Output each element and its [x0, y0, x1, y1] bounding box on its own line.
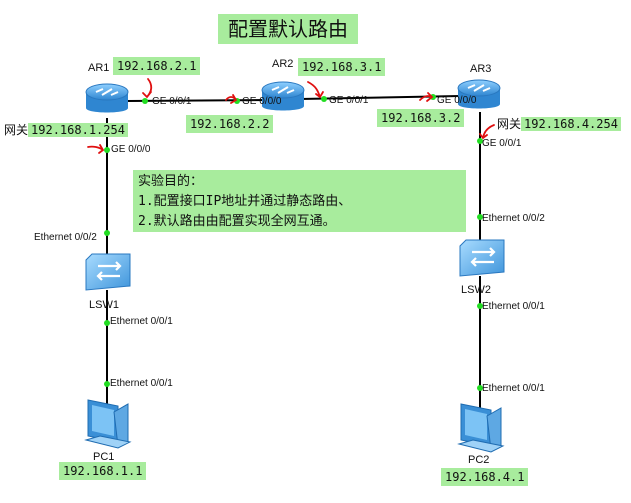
red-arrow-marks [87, 78, 495, 154]
ar2-ip-label: 192.168.3.1 [298, 58, 386, 76]
port-pc2-e001: Ethernet 0/0/1 [482, 383, 545, 394]
gateway-right-ip: 192.168.4.254 [521, 117, 621, 131]
ar2-left-ip-label: 192.168.2.2 [186, 115, 274, 133]
port-ar3-ge000: GE 0/0/0 [437, 95, 477, 106]
red-arrow-icon [419, 92, 434, 102]
objective-line-2: 2.默认路由由配置实现全网互通。 [138, 214, 336, 229]
red-arrow-icon [142, 78, 153, 99]
ar2-label: AR2 [272, 58, 294, 70]
pc-icon-pc1[interactable] [84, 399, 132, 449]
red-arrow-icon [479, 124, 495, 140]
port-lsw1-e001: Ethernet 0/0/1 [110, 316, 173, 327]
ar1-ip-label: 192.168.2.1 [113, 57, 201, 75]
ar1-label: AR1 [88, 62, 110, 74]
port-ar1-ge001: GE 0/0/1 [152, 96, 192, 107]
port-ar3-ge001: GE 0/0/1 [482, 138, 522, 149]
page-title: 配置默认路由 [218, 14, 358, 44]
port-dot-ar1-ge000 [104, 147, 110, 153]
pc1-ip-label: 192.168.1.1 [59, 462, 147, 480]
port-dot-lsw1-e002 [104, 230, 110, 236]
objective-note: 实验目的： 1.配置接口IP地址并通过静态路由、 2.默认路由由配置实现全网互通… [133, 170, 466, 232]
pc1-label: PC1 [93, 451, 115, 463]
gateway-left-ip: 192.168.1.254 [28, 123, 128, 137]
port-dot-ar2-ge001 [321, 96, 327, 102]
gateway-right-label: 网关 [497, 117, 522, 131]
port-pc1-e001: Ethernet 0/0/1 [110, 378, 173, 389]
lsw2-label: LSW2 [461, 284, 491, 296]
port-ar2-ge000: GE 0/0/0 [242, 96, 282, 107]
red-arrow-icon [87, 144, 105, 154]
lsw1-label: LSW1 [89, 299, 119, 311]
port-dot-ar1-ge001 [142, 98, 148, 104]
links [106, 95, 481, 408]
switch-icon-lsw1[interactable] [85, 253, 131, 291]
port-dots [104, 94, 483, 391]
gateway-left-label: 网关 [4, 123, 29, 137]
port-dot-ar3-ge001 [477, 138, 483, 144]
port-dot-lsw1-e001 [104, 320, 110, 326]
port-lsw2-e001: Ethernet 0/0/1 [482, 301, 545, 312]
red-arrow-icon [307, 81, 324, 99]
router-icon-ar2[interactable] [261, 81, 305, 111]
port-dot-pc2-e001 [477, 385, 483, 391]
port-ar2-ge001: GE 0/0/1 [329, 95, 369, 106]
router-icon-ar3[interactable] [457, 79, 501, 109]
router-icon-ar1[interactable] [85, 83, 129, 113]
port-dot-lsw2-e001 [477, 303, 483, 309]
ar3-left-ip-label: 192.168.3.2 [377, 109, 465, 127]
pc2-ip-label: 192.168.4.1 [441, 468, 529, 486]
port-dot-pc1-e001 [104, 381, 110, 387]
pc2-label: PC2 [468, 454, 490, 466]
objective-line-1: 1.配置接口IP地址并通过静态路由、 [138, 194, 352, 209]
port-dot-lsw2-e002 [477, 214, 483, 220]
port-lsw1-e002: Ethernet 0/0/2 [34, 232, 97, 243]
switch-icon-lsw2[interactable] [459, 239, 505, 277]
pc-icon-pc2[interactable] [457, 403, 505, 453]
ar3-label: AR3 [470, 63, 492, 75]
red-arrow-icon [225, 94, 238, 104]
objective-heading: 实验目的： [138, 174, 204, 189]
port-lsw2-e002: Ethernet 0/0/2 [482, 213, 545, 224]
port-ar1-ge000: GE 0/0/0 [111, 144, 151, 155]
